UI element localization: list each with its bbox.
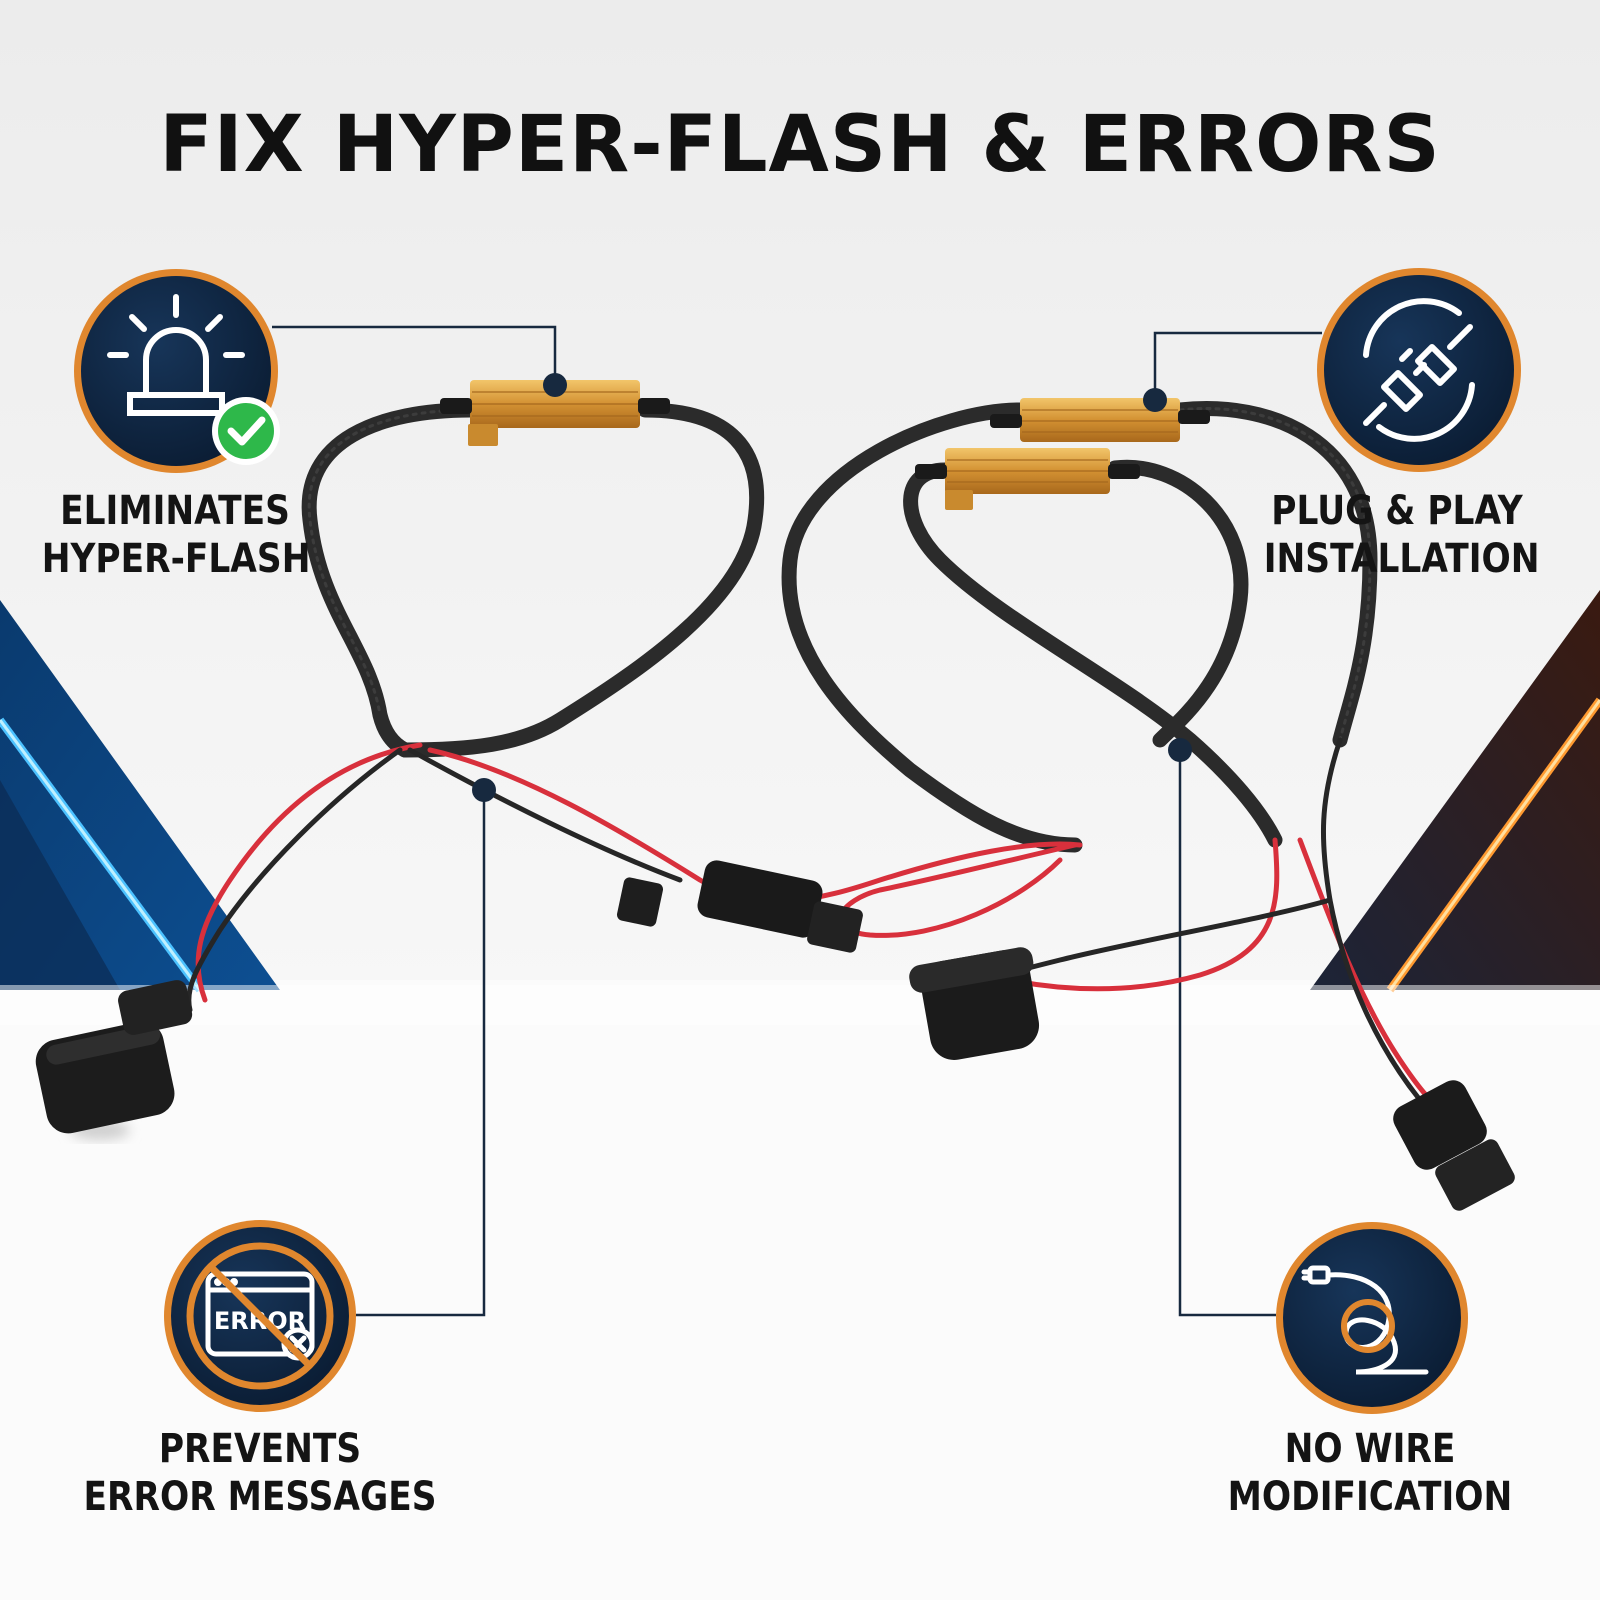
connector-right-plug: [1393, 1080, 1515, 1211]
feature-line-1: PREVENTS: [158, 1426, 362, 1472]
right-harness-cable-c: [903, 462, 1283, 848]
left-blue-panel: [0, 600, 280, 990]
cable-loop-highlight: [1341, 1299, 1395, 1353]
left-black-wire-a: [186, 747, 403, 1013]
feature-label-error: PREVENTS ERROR MESSAGES: [79, 1425, 440, 1521]
feature-label-no-wire: NO WIRE MODIFICATION: [1224, 1425, 1516, 1521]
right-red-wire-a: [1007, 837, 1280, 992]
prohibited-icon: [186, 1242, 334, 1390]
resistors: [440, 380, 1210, 510]
leader-line-no-wire: [1178, 750, 1276, 1317]
left-harness-cable-a: [301, 402, 478, 758]
feature-line-2: ERROR MESSAGES: [83, 1474, 437, 1520]
leader-line-plug-play: [1153, 331, 1322, 398]
resistor-left: [440, 380, 670, 446]
leader-markers: [472, 373, 1192, 802]
left-braid-texture: [307, 408, 472, 717]
badge-fill: [1283, 1229, 1461, 1407]
feature-line-2: INSTALLATION: [1263, 536, 1540, 582]
left-neon-core: [0, 719, 202, 991]
check-badge-icon: [212, 397, 280, 465]
plug-connect-icon: [1363, 298, 1475, 442]
marker-wire-left: [472, 778, 496, 802]
marker-resistor-right: [1143, 388, 1167, 412]
resistor-right-bottom-tab: [945, 490, 973, 510]
badge-plug-play: [1317, 268, 1521, 472]
feature-line-1: NO WIRE: [1284, 1426, 1456, 1472]
connector-center-socket: [909, 947, 1040, 1060]
headline-title: FIX HYPER-FLASH & ERRORS: [159, 100, 1441, 190]
feature-line-2: MODIFICATION: [1227, 1474, 1513, 1520]
right-harness-cable-a: [781, 402, 1083, 853]
feature-label-plug-play: PLUG & PLAY INSTALLATION: [1263, 487, 1540, 583]
right-braid-texture: [1178, 407, 1372, 742]
right-harness-cable-d: [1107, 459, 1249, 748]
left-blue-panel-shade: [0, 780, 120, 990]
left-black-wire-b: [407, 747, 683, 883]
badge-hyper-flash: [74, 269, 280, 473]
connectors: [35, 860, 1515, 1211]
leader-line-error: [356, 790, 486, 1317]
connector-left-socket: [35, 980, 193, 1140]
resistor-right-top: [990, 398, 1210, 442]
leader-line-hyper-flash: [272, 325, 557, 385]
feature-label-hyper-flash: ELIMINATES HYPER-FLASH: [41, 487, 311, 583]
left-red-wire-a: [195, 742, 423, 1003]
floor-edge-highlight: [0, 985, 1600, 1025]
right-black-wire-b: [987, 897, 1333, 983]
marker-resistor-left: [543, 373, 567, 397]
connector-center-plug: [616, 860, 863, 953]
resistor-right-bottom: [915, 448, 1140, 510]
leader-lines: [272, 325, 1322, 1317]
left-harness-cable-b: [397, 402, 765, 758]
badge-error: ERROR: [164, 1220, 356, 1412]
feature-line-2: HYPER-FLASH: [41, 536, 311, 582]
feature-line-1: ELIMINATES: [60, 488, 290, 534]
badge-no-wire: [1276, 1222, 1468, 1414]
feature-line-1: PLUG & PLAY: [1271, 488, 1523, 534]
right-orange-panel: [1310, 590, 1600, 990]
right-neon-core: [1388, 699, 1600, 991]
marker-wire-right: [1168, 738, 1192, 762]
wire-harnesses: [186, 401, 1443, 1113]
resistor-left-tab: [468, 424, 498, 446]
